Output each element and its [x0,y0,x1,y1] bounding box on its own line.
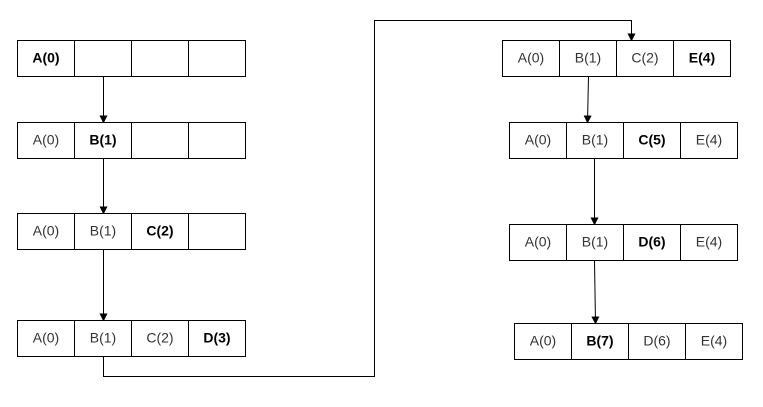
array-cell [188,213,246,250]
cell-label-highlighted: C(2) [146,223,173,239]
array-row-l2: A(0) B(1) [17,122,246,159]
array-cell [131,122,189,159]
cell-label: A(0) [33,132,59,148]
array-cell [131,40,189,77]
cell-label: B(1) [575,50,601,66]
array-row-r2: A(0) B(1) C(5) E(4) [509,122,738,159]
cell-label: A(0) [518,50,544,66]
array-cell [74,122,132,159]
cell-label: A(0) [525,234,551,250]
array-cell [17,122,75,159]
array-cell [571,323,629,360]
array-cell [74,213,132,250]
cell-label: A(0) [33,223,59,239]
cell-label: A(0) [525,132,551,148]
cell-label: B(1) [582,234,608,250]
cell-label-highlighted: A(0) [32,50,59,66]
cell-label-highlighted: B(1) [89,132,116,148]
array-row-l3: A(0) B(1) C(2) [17,213,246,250]
array-cell [680,224,738,261]
cell-label: B(1) [582,132,608,148]
cell-label: D(6) [643,333,670,349]
array-cell [131,320,189,357]
array-cell [188,320,246,357]
array-row-r1: A(0) B(1) C(2) E(4) [502,40,731,77]
array-cell [616,40,674,77]
cell-label-highlighted: D(6) [638,234,665,250]
array-cell [623,122,681,159]
cell-label: C(2) [631,50,658,66]
cell-label: E(4) [696,132,722,148]
array-cell [188,40,246,77]
array-cell [566,122,624,159]
array-cell [188,122,246,159]
cell-label: B(1) [90,223,116,239]
cell-label-highlighted: E(4) [689,50,715,66]
array-cell [17,213,75,250]
array-cell [502,40,560,77]
cell-label: B(1) [90,330,116,346]
array-cell [509,224,567,261]
array-row-l1: A(0) [17,40,246,77]
array-cell [680,122,738,159]
cell-label-highlighted: B(7) [586,333,613,349]
array-cell [131,213,189,250]
array-cell [685,323,743,360]
array-row-r3: A(0) B(1) D(6) E(4) [509,224,738,261]
array-cell [74,40,132,77]
array-row-r4: A(0) B(7) D(6) E(4) [514,323,743,360]
cell-label: A(0) [530,333,556,349]
cell-label: C(2) [146,330,173,346]
cell-label: E(4) [696,234,722,250]
array-cell [17,40,75,77]
array-cell [566,224,624,261]
arrow-r1-r2 [583,76,592,124]
cell-label-highlighted: D(3) [203,330,230,346]
array-cell [673,40,731,77]
array-cell [628,323,686,360]
arrow-r3-r4 [591,260,600,325]
cell-label-highlighted: C(5) [638,132,665,148]
array-cell [623,224,681,261]
connectors [99,20,636,377]
array-cell [514,323,572,360]
arrow-l4-r1 [103,20,636,377]
arrays: A(0) A(0) B(1) A(0) B(1) C(2) A(0) B(1) C(2) D(3)… [17,40,743,360]
array-row-l4: A(0) B(1) C(2) D(3) [17,320,246,357]
cell-label: A(0) [33,330,59,346]
cell-label: E(4) [701,333,727,349]
